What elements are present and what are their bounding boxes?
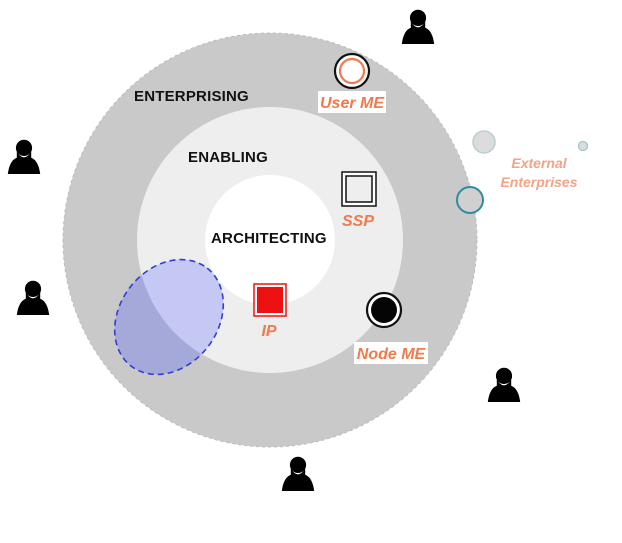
person-icon [16, 280, 50, 315]
person-icon [7, 139, 41, 174]
highlight-ellipse [113, 258, 225, 376]
ssp-node: SSP [341, 171, 377, 230]
enterprising-label: ENTERPRISING [134, 88, 249, 105]
ip-node: IP [253, 283, 287, 340]
node-me-label: Node ME [357, 346, 427, 363]
enabling-label: ENABLING [188, 149, 268, 166]
architecting-core [205, 175, 335, 305]
person-icon [487, 367, 521, 402]
external-label-line2: Enterprises [500, 174, 577, 190]
node-me-node: Node ME [354, 291, 428, 364]
architecting-label: ARCHITECTING [211, 230, 327, 247]
external-enterprises: External Enterprises [456, 130, 589, 214]
external-circle-teal [456, 186, 484, 214]
ip-label: IP [261, 323, 276, 340]
user-me-node: User ME [318, 52, 386, 113]
person-icon [281, 456, 315, 491]
external-label-line1: External [511, 155, 567, 171]
person-icon [401, 9, 435, 44]
user-me-label: User ME [320, 95, 385, 112]
ssp-label: SSP [342, 213, 374, 230]
external-circle-large [472, 130, 496, 154]
external-circle-small [577, 140, 589, 152]
